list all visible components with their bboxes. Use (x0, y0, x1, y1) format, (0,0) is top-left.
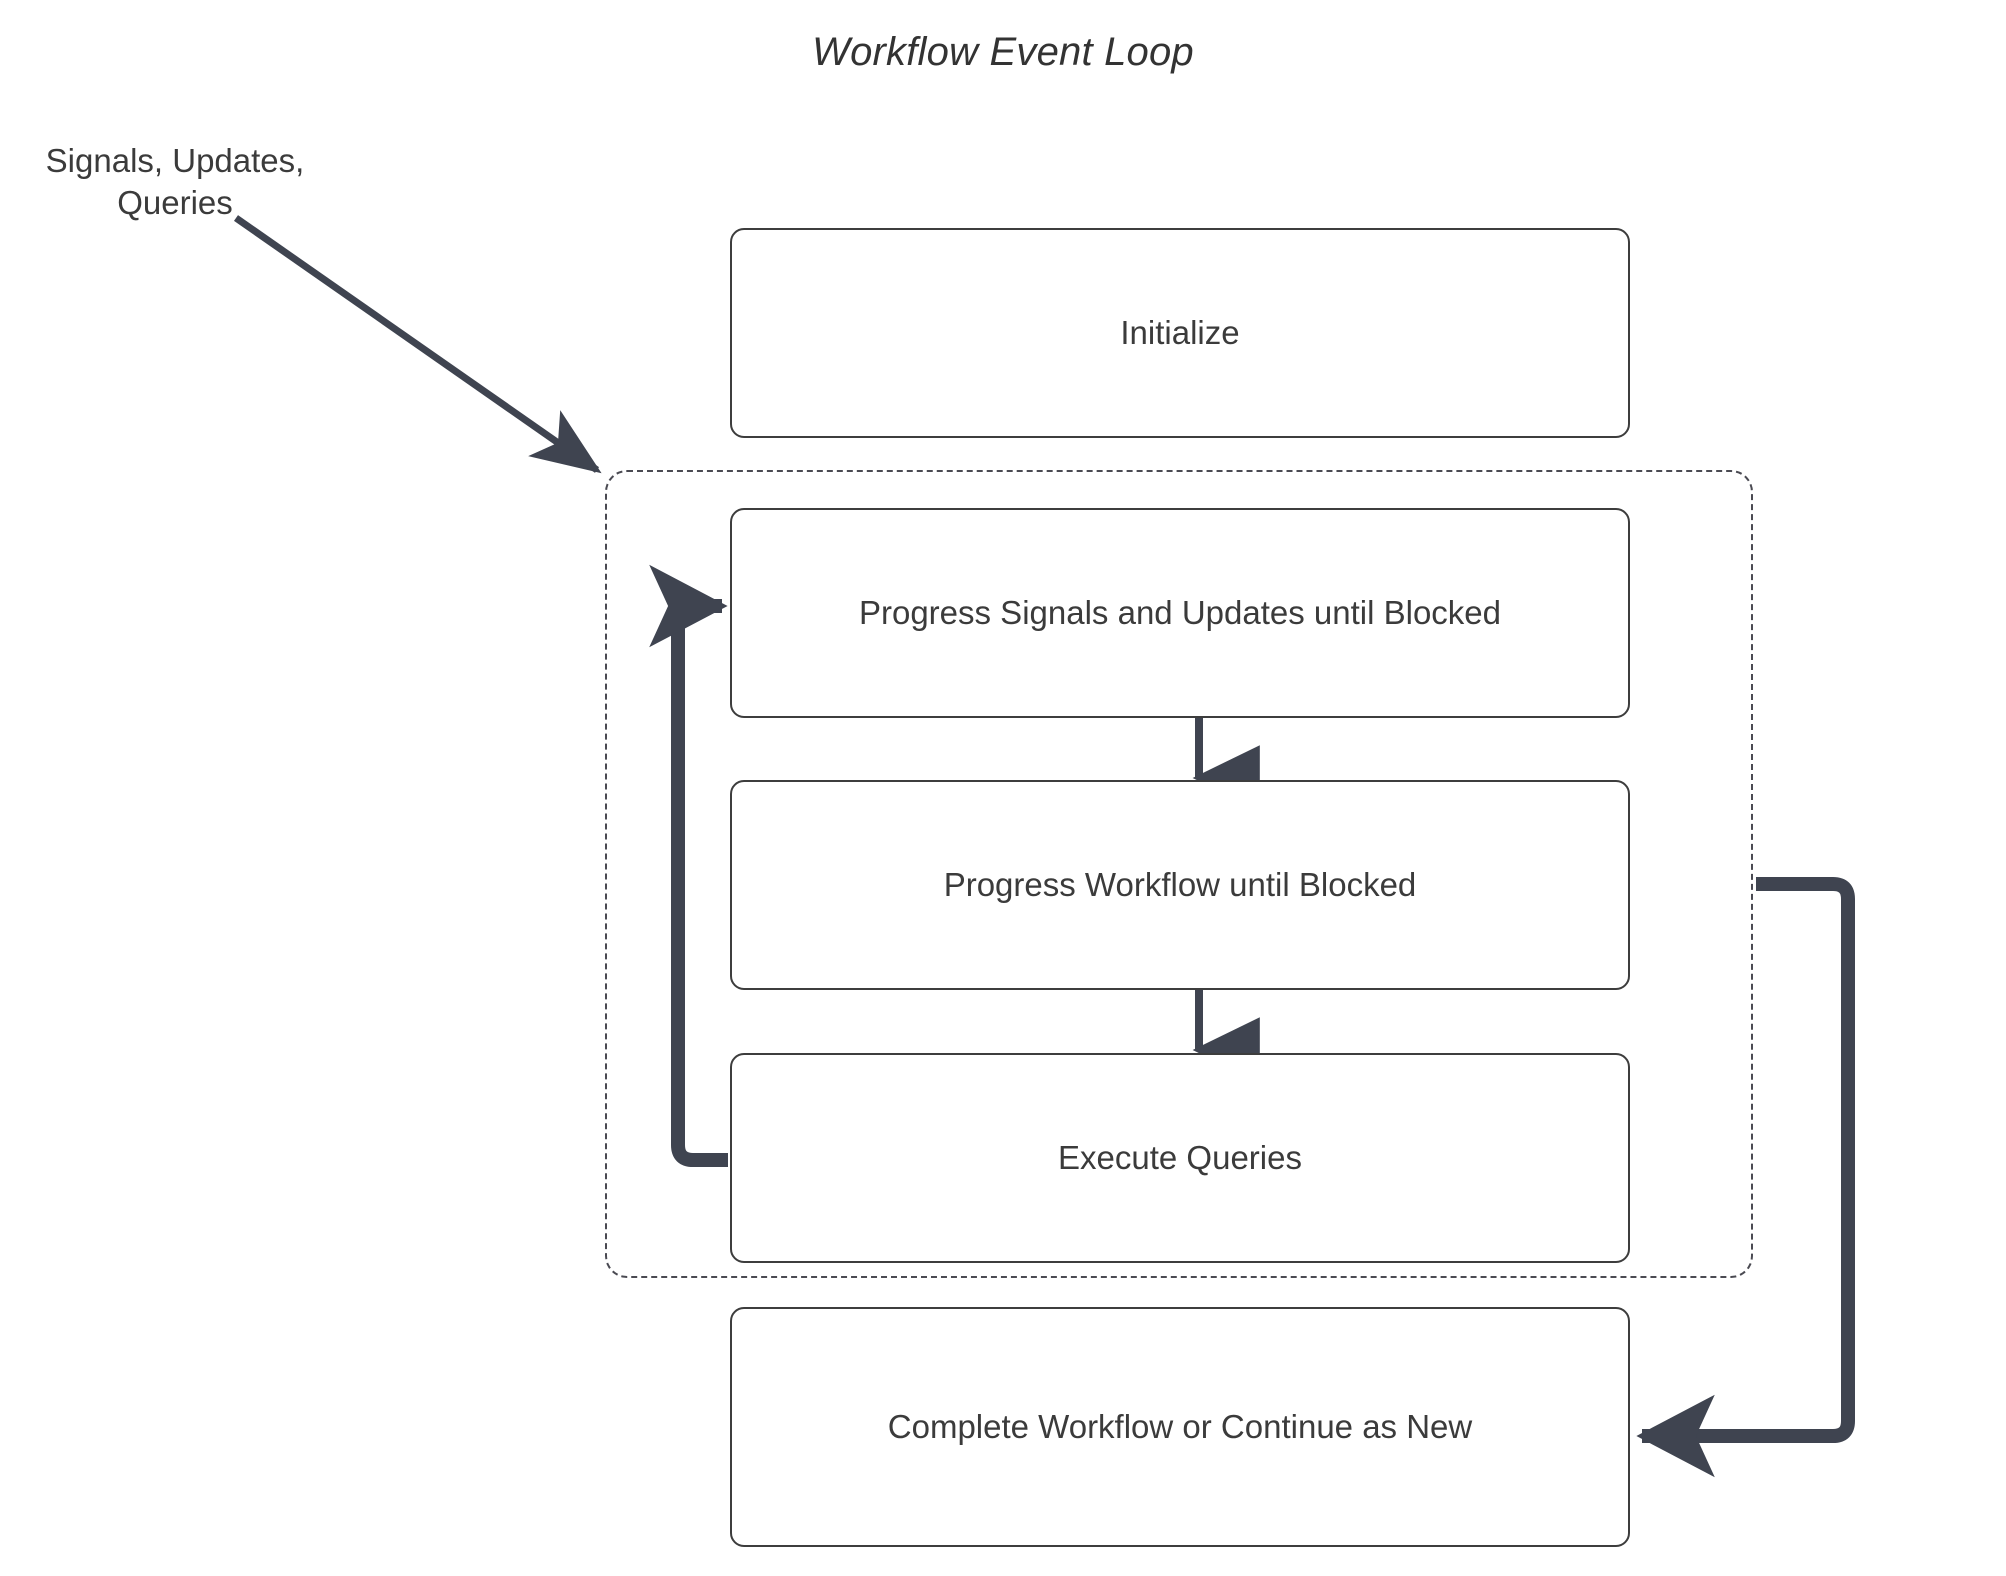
node-progress-signals[interactable]: Progress Signals and Updates until Block… (730, 508, 1630, 718)
node-progress-signals-label: Progress Signals and Updates until Block… (858, 594, 1502, 632)
event-loop-group (605, 470, 1753, 1278)
edge-external-input (233, 215, 602, 474)
node-initialize[interactable]: Initialize (730, 228, 1630, 438)
external-input-label-line1: Signals, Updates, (45, 142, 305, 179)
node-initialize-label: Initialize (1120, 314, 1240, 352)
node-execute-queries[interactable]: Execute Queries (730, 1053, 1630, 1263)
node-complete-workflow-label: Complete Workflow or Continue as New (887, 1408, 1473, 1446)
node-execute-queries-label: Execute Queries (1058, 1139, 1302, 1177)
node-progress-workflow-label: Progress Workflow until Blocked (943, 866, 1417, 904)
external-input-label: Signals, Updates, Queries (10, 140, 340, 224)
node-complete-workflow[interactable]: Complete Workflow or Continue as New (730, 1307, 1630, 1547)
node-progress-workflow[interactable]: Progress Workflow until Blocked (730, 780, 1630, 990)
external-input-label-line2: Queries (117, 184, 233, 222)
page-title: Workflow Event Loop (812, 30, 1194, 74)
